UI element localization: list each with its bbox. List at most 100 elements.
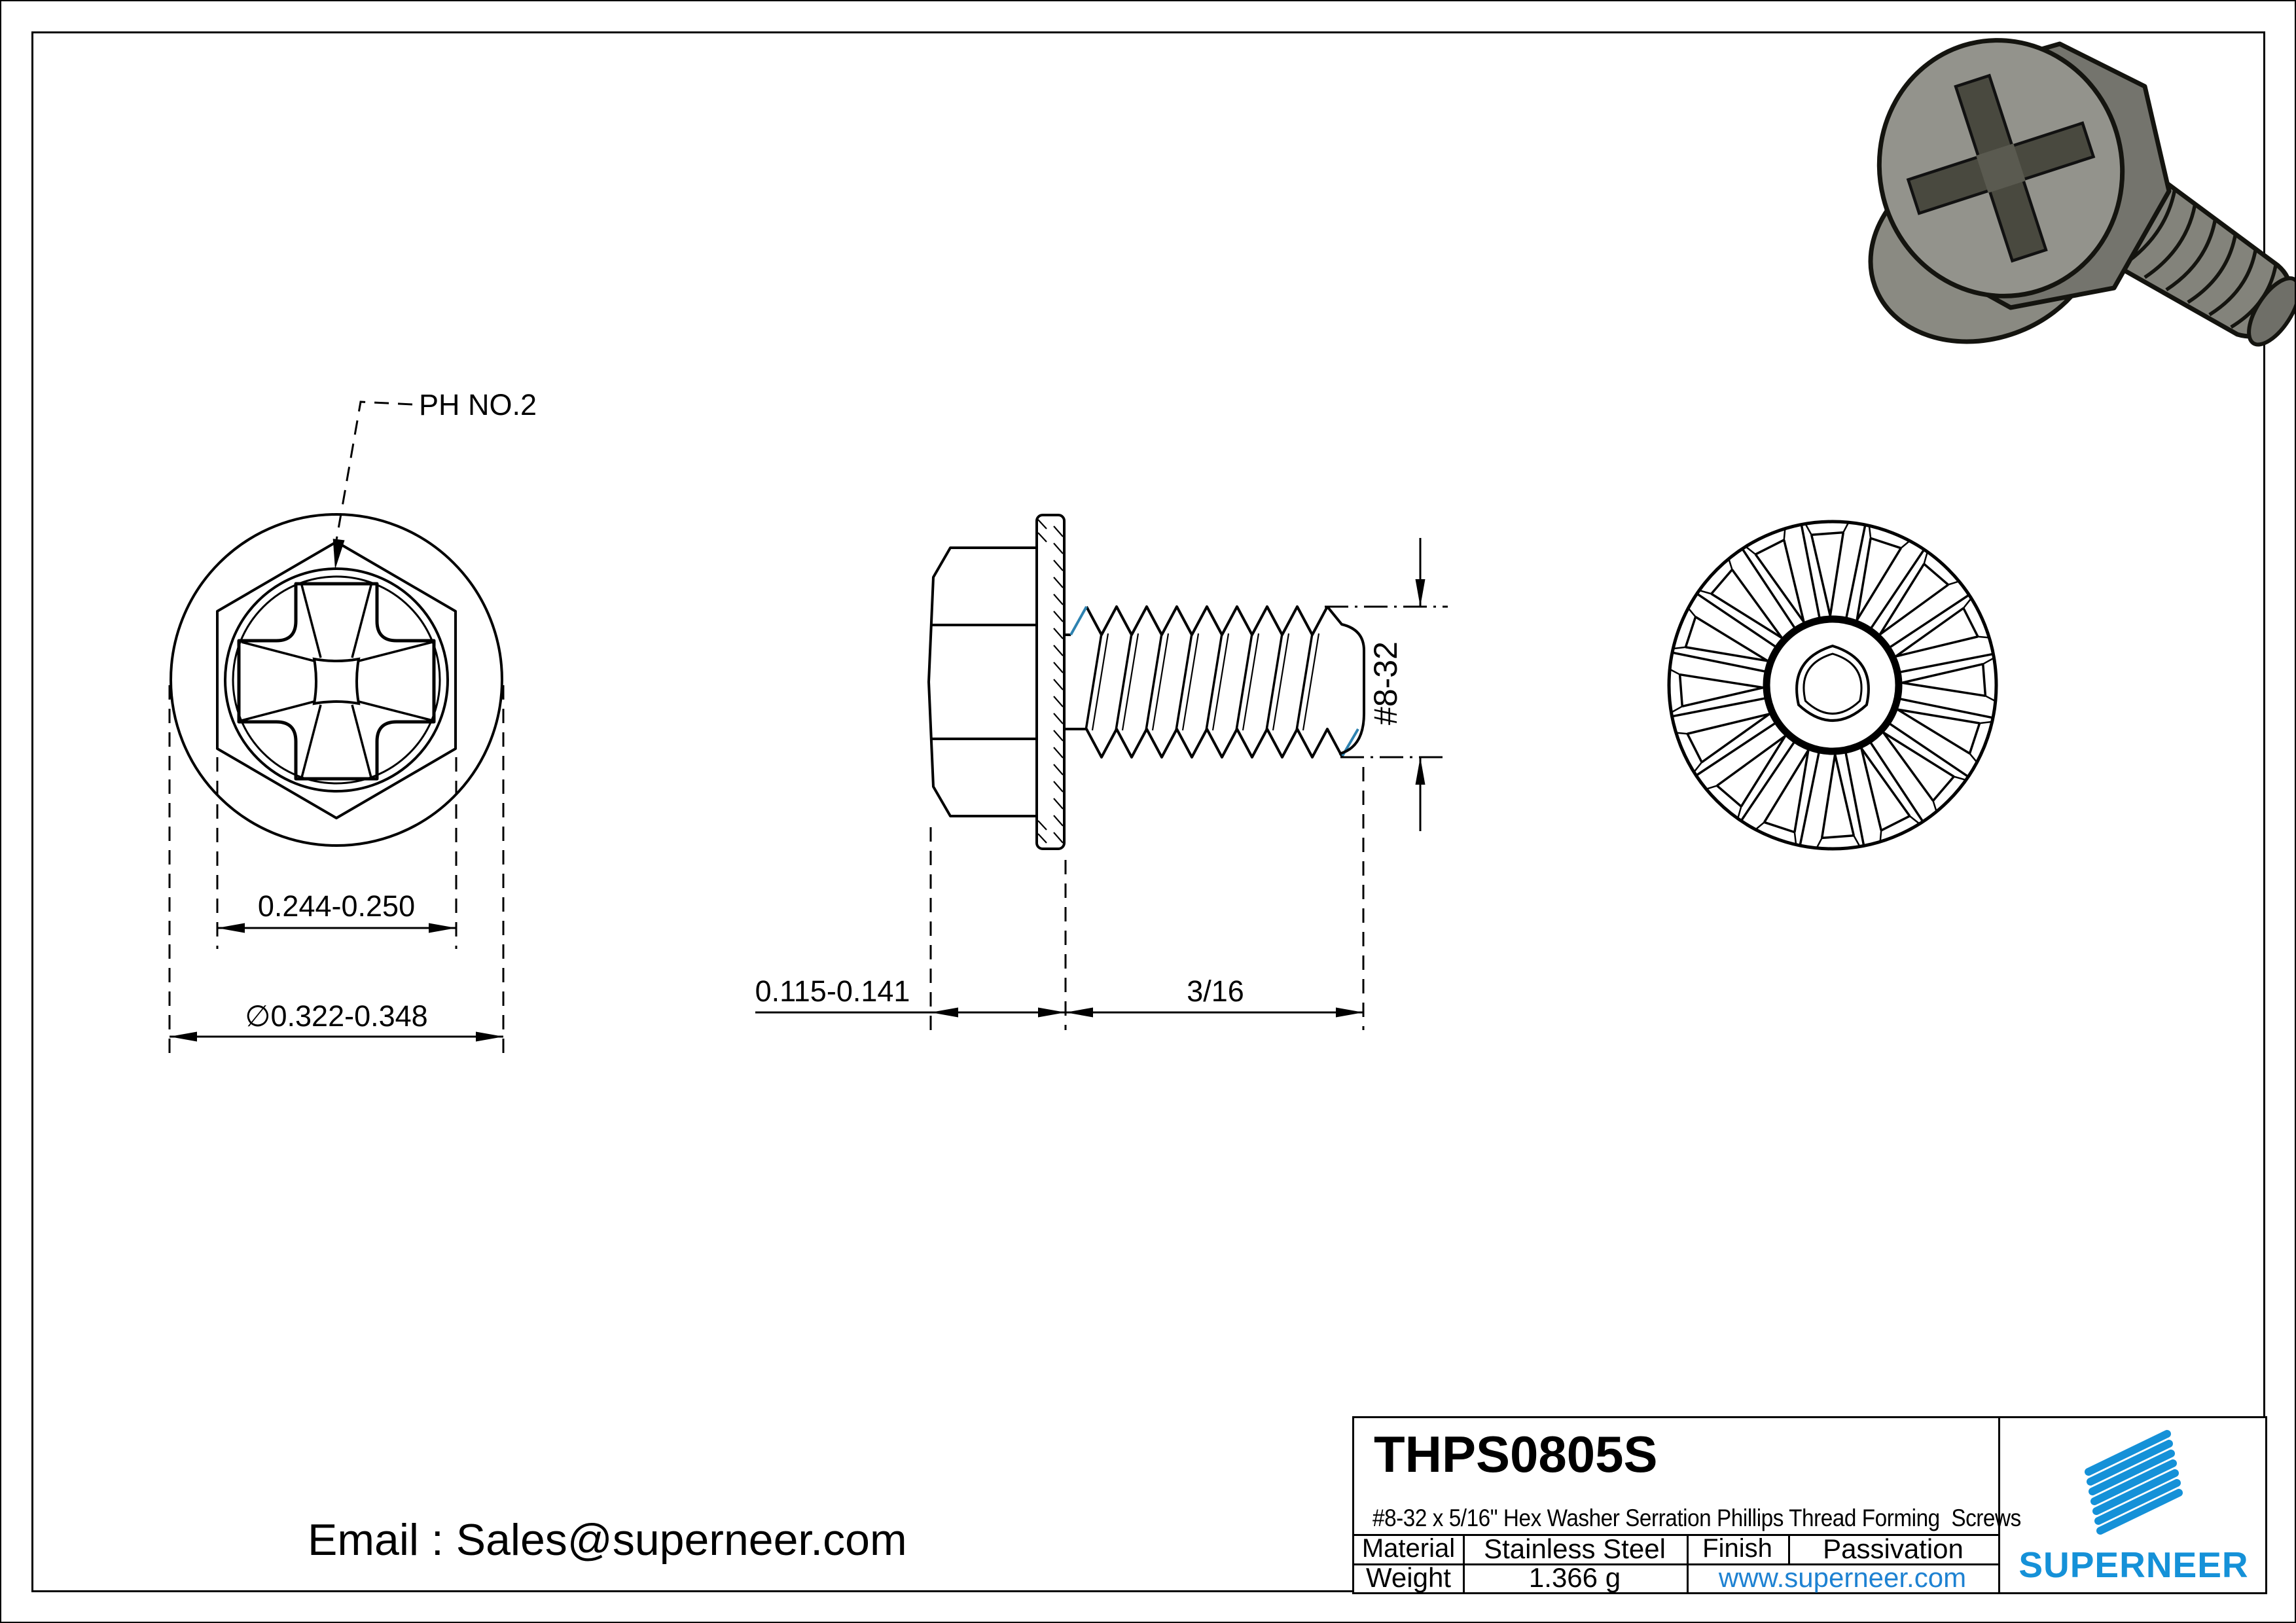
washer-hub-ring <box>1767 619 1899 751</box>
side-washer-flange <box>1037 515 1064 849</box>
website-link[interactable]: www.superneer.com <box>1687 1563 1998 1592</box>
material-value: Stainless Steel <box>1463 1534 1687 1563</box>
dimension-arrowhead <box>931 1008 958 1018</box>
dimension-annotations: PH NO.2 0.244-0.250 ∅0.322-0.348 0.115-0… <box>245 388 1404 1033</box>
side-view <box>755 515 1448 1030</box>
phillips-taper-line <box>302 705 321 777</box>
thread-flank <box>1206 633 1222 730</box>
phillips-taper-line <box>242 642 314 661</box>
thread-flank <box>1146 633 1162 730</box>
head-inner-circle <box>233 577 440 783</box>
serration-wedge <box>1884 732 1954 776</box>
serration-line <box>1898 698 1992 717</box>
serration-facet <box>1707 786 1717 789</box>
serration-wedge <box>1835 755 1854 836</box>
serration-wedge <box>1880 564 1924 635</box>
dimension-arrowhead <box>1336 1008 1363 1018</box>
serration-facet <box>1964 599 1971 608</box>
serration-line <box>1870 550 1924 630</box>
dim-head-height: 0.115-0.141 <box>755 974 910 1008</box>
serration-facet <box>1677 733 1687 734</box>
dimension-arrowhead <box>170 1032 197 1042</box>
serration-facet <box>1689 609 1695 616</box>
phillips-taper-line <box>242 702 314 721</box>
dim-thread-length: 3/16 <box>1187 974 1244 1008</box>
serration-facet <box>1901 541 1909 548</box>
serration-wedge <box>1830 533 1843 616</box>
thread-flank <box>1266 633 1282 730</box>
dimension-arrowhead <box>476 1032 503 1042</box>
iso-3d-render <box>1844 14 2296 372</box>
serration-facet <box>1670 669 1679 675</box>
serration-facet <box>1954 777 1965 780</box>
serration-wedge <box>1687 734 1702 762</box>
title-block: THPS0805S #8-32 x 5/16" Hex Washer Serra… <box>1352 1416 2267 1594</box>
serration-wedge <box>1881 816 1909 830</box>
brand-name: SUPERNEER <box>2000 1544 2267 1586</box>
serration-facet <box>1843 523 1848 532</box>
finish-value: Passivation <box>1788 1534 1998 1563</box>
phillips-leader-line <box>333 402 412 559</box>
serration-wedge <box>1755 540 1784 554</box>
serration-facet <box>1948 582 1959 585</box>
serration-wedge <box>1680 675 1683 707</box>
serration-wedge <box>1969 723 1979 753</box>
serration-facet <box>1672 706 1682 712</box>
serration-facet <box>1924 552 1928 563</box>
serration-facet <box>1806 524 1812 535</box>
serration-facet <box>1880 830 1881 841</box>
phillips-taper-line <box>359 702 433 721</box>
serration-facet <box>1746 547 1755 554</box>
serration-wedge <box>1902 664 1983 683</box>
dimension-arrowhead <box>333 539 345 569</box>
serration-facet <box>1933 801 1937 812</box>
serration-facet <box>1854 836 1859 846</box>
front-view <box>170 402 503 1056</box>
dim-washer-diameter: ∅0.322-0.348 <box>245 999 427 1033</box>
finish-label: Finish <box>1687 1534 1788 1563</box>
weight-label: Weight <box>1354 1563 1463 1592</box>
thread-top-crests <box>1086 607 1327 635</box>
trilobular-hole <box>1797 646 1869 721</box>
serration-facet <box>1869 526 1871 538</box>
serration-wedge <box>1822 836 1854 838</box>
material-label: Material <box>1354 1534 1463 1563</box>
thread-flank <box>1086 633 1102 730</box>
serration-facet <box>1700 590 1711 594</box>
serration-facet <box>1983 658 1994 664</box>
head-circle <box>225 569 448 791</box>
phillips-taper-line <box>359 642 433 661</box>
serration-wedge <box>1812 533 1844 535</box>
serration-facet <box>1980 722 1992 723</box>
phillips-taper-line <box>302 585 321 658</box>
serration-facet <box>1969 753 1976 761</box>
superneer-logo-icon <box>2074 1419 2198 1541</box>
iso-screw <box>1844 14 2296 372</box>
serration-line <box>1674 653 1767 672</box>
serration-wedge <box>1682 688 1763 707</box>
serration-facet <box>1795 832 1796 844</box>
phillips-drive-label: PH NO.2 <box>419 388 537 421</box>
contact-email: Email : Sales@superneer.com <box>308 1514 907 1565</box>
serration-facet <box>1738 806 1741 817</box>
serration-line <box>1801 751 1820 844</box>
serration-wedge <box>1741 736 1785 807</box>
serration-line <box>1898 654 1992 673</box>
part-description: #8-32 x 5/16" Hex Washer Serration Phill… <box>1372 1505 2021 1532</box>
dim-hex-across-flats: 0.244-0.250 <box>258 889 415 923</box>
thread-bottom-crests <box>1064 729 1342 757</box>
serration-facet <box>1674 647 1685 649</box>
thread-flank <box>1236 633 1252 730</box>
serration-wedge <box>1712 594 1782 637</box>
part-number: THPS0805S <box>1374 1425 1658 1484</box>
phillips-center-square <box>314 659 359 704</box>
serration-line <box>1888 722 1967 776</box>
serration-wedge <box>1964 608 1978 636</box>
serration-facet <box>1695 762 1702 772</box>
serration-wedge <box>1822 755 1835 838</box>
serration-line <box>1674 698 1767 716</box>
serrated-washer-bottom-view <box>1669 522 1996 849</box>
serration-wedge <box>1983 664 1986 696</box>
dimension-arrowhead <box>1066 1008 1093 1018</box>
